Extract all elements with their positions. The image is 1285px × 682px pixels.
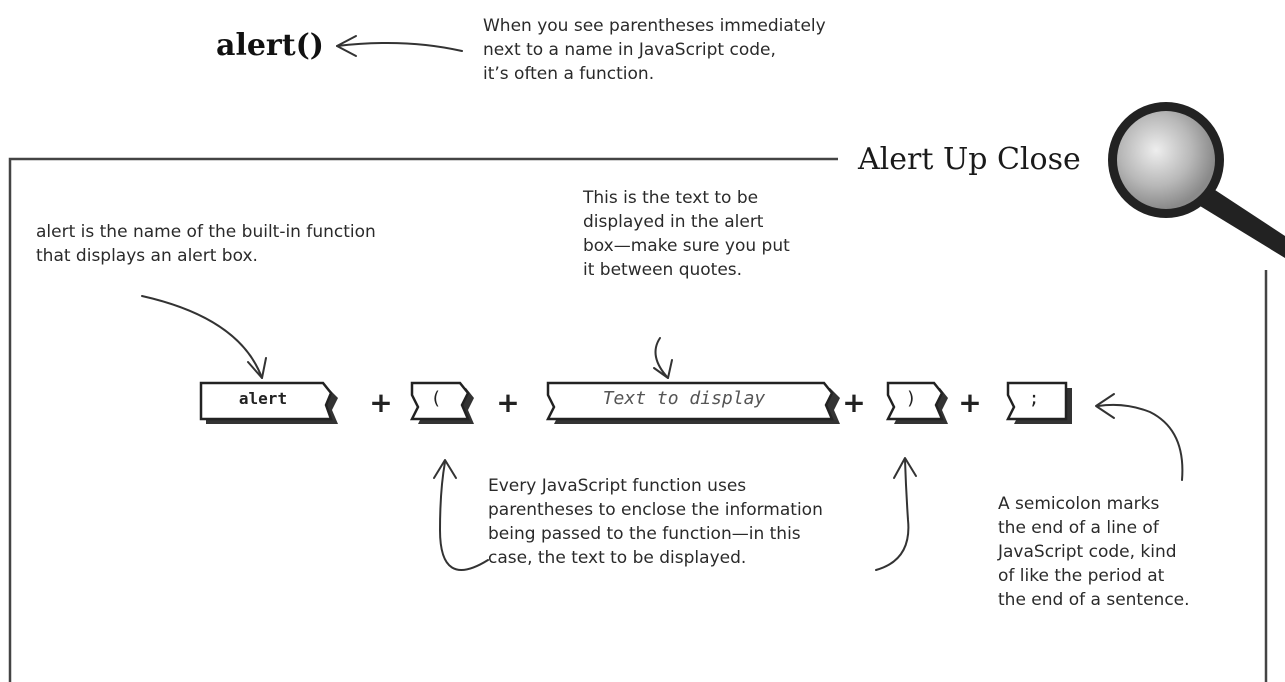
top-note-line: it’s often a function. [483, 64, 655, 84]
top-note-line: When you see parentheses immediately [483, 16, 826, 36]
text-tile: Text to display [538, 380, 840, 426]
semicolon-note-line: of like the period at [998, 566, 1165, 586]
text-note-line: displayed in the alert [583, 212, 764, 232]
semicolon-note-line: A semicolon marks [998, 494, 1160, 514]
close-paren-tile: ) [880, 380, 948, 426]
close-paren-label: ) [905, 388, 917, 409]
alert-name-note-line: that displays an alert box. [36, 246, 258, 266]
parens-note: Every JavaScript function uses parenthes… [488, 474, 823, 570]
text-note-line: it between quotes. [583, 260, 743, 280]
semicolon-note-line: the end of a line of [998, 518, 1159, 538]
semicolon-label: ; [1028, 388, 1040, 409]
alert-name-note-line: alert is the name of the built-in functi… [36, 222, 376, 242]
parens-note-line: Every JavaScript function uses [488, 476, 747, 496]
top-note-line: next to a name in JavaScript code, [483, 40, 776, 60]
plus-sign: + [496, 386, 520, 419]
alert-name-note: alert is the name of the built-in functi… [36, 220, 376, 268]
plus-sign: + [958, 386, 982, 419]
parens-note-line: parentheses to enclose the information [488, 500, 823, 520]
text-tile-label: Text to display [602, 388, 766, 409]
text-note-line: This is the text to be [583, 188, 759, 208]
magnifying-glass-icon [1108, 102, 1285, 258]
alert-tile: alert [198, 380, 340, 426]
section-heading: Alert Up Close [858, 142, 1081, 177]
parens-note-line: being passed to the function—in this [488, 524, 801, 544]
frame [8, 157, 1268, 682]
open-paren-tile: ( [404, 380, 474, 426]
plus-sign: + [842, 386, 866, 419]
top-note: When you see parentheses immediately nex… [483, 14, 826, 86]
semicolon-note-line: JavaScript code, kind [998, 542, 1177, 562]
plus-sign: + [369, 386, 393, 419]
arrow-icon [141, 35, 1184, 571]
alert-tile-label: alert [238, 389, 288, 408]
semicolon-tile: ; [1000, 380, 1072, 426]
semicolon-note-line: the end of a sentence. [998, 590, 1190, 610]
function-name-title: alert() [216, 28, 324, 63]
text-note-line: box—make sure you put [583, 236, 790, 256]
parens-note-line: case, the text to be displayed. [488, 548, 747, 568]
semicolon-note: A semicolon marks the end of a line of J… [998, 492, 1190, 612]
text-note: This is the text to be displayed in the … [583, 186, 790, 282]
open-paren-label: ( [430, 388, 442, 409]
